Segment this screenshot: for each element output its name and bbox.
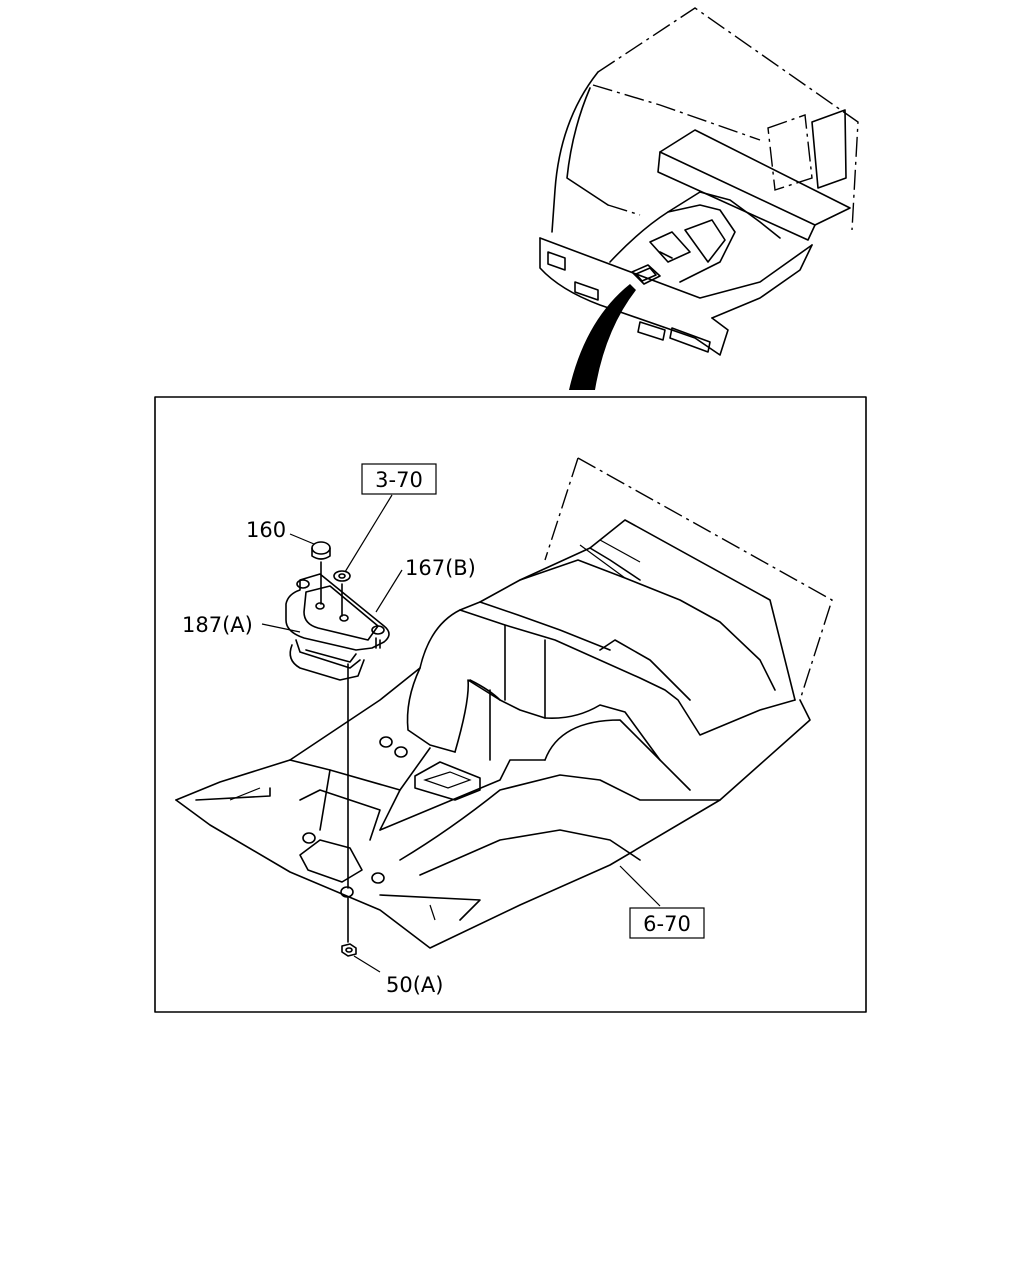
part-167b-label: 167(B) bbox=[405, 556, 476, 580]
locator-arrow-icon bbox=[569, 284, 636, 390]
ref-box-upper bbox=[361, 463, 437, 495]
bolt-icon bbox=[311, 541, 331, 605]
cab-floor-panel-icon bbox=[175, 457, 833, 949]
truck-cab-overview-icon bbox=[539, 7, 859, 356]
ref-lower-label: 6-70 bbox=[643, 912, 691, 936]
washer-icon bbox=[333, 570, 351, 617]
ref-upper-label: 3-70 bbox=[375, 468, 423, 492]
part-160-label: 160 bbox=[246, 518, 286, 542]
part-187a-label: 187(A) bbox=[182, 613, 253, 637]
detail-frame bbox=[154, 396, 867, 1013]
ref-box-lower bbox=[629, 907, 705, 939]
nut-icon bbox=[341, 943, 357, 957]
part-50a-label: 50(A) bbox=[386, 973, 443, 997]
shift-bracket-icon bbox=[285, 573, 390, 681]
